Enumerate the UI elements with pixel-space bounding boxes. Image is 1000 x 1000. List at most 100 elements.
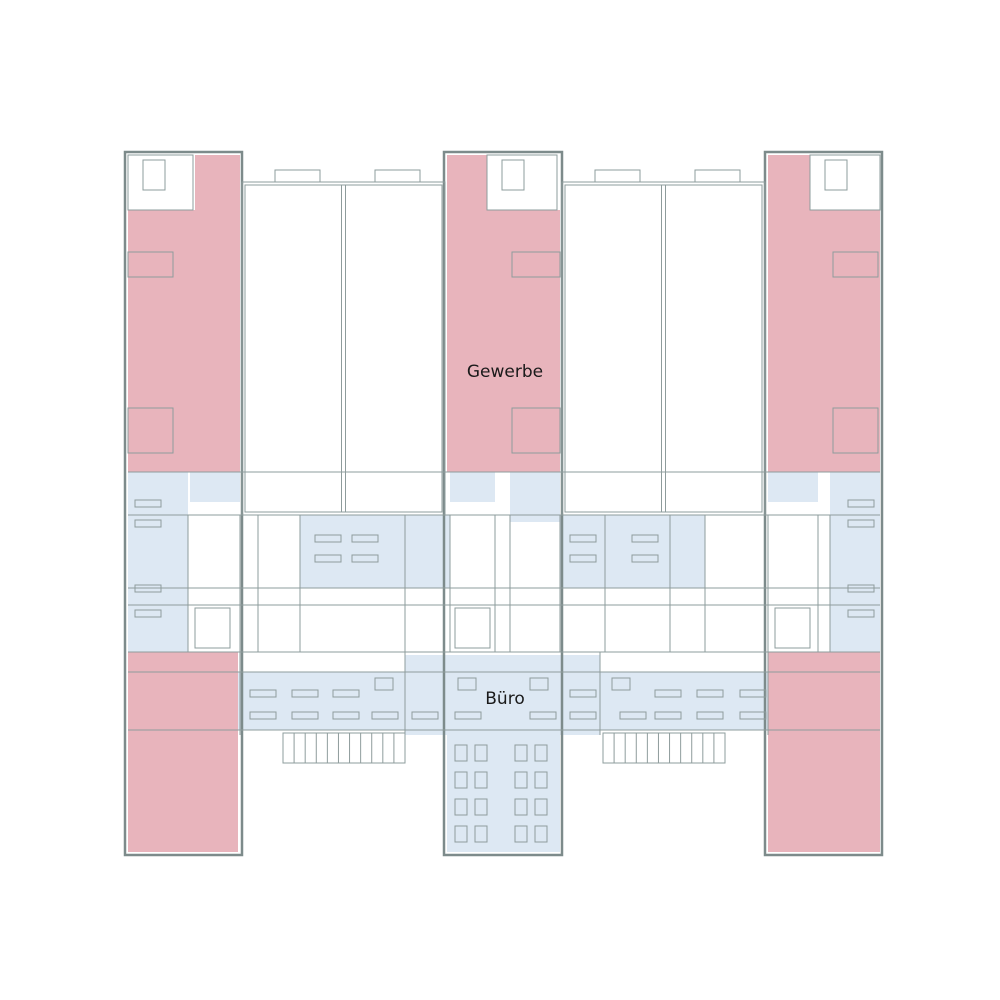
- storage-room: [832, 251, 879, 278]
- desk-group: [249, 711, 277, 720]
- commercial-zone-left-top: [195, 155, 240, 210]
- desk-cluster: [534, 798, 548, 816]
- office-zone-lower-left: [238, 672, 405, 730]
- desk-cluster: [454, 771, 468, 789]
- desk-group: [291, 689, 319, 698]
- desk-cluster: [534, 744, 548, 762]
- desk-group: [529, 711, 557, 720]
- desk-cluster: [534, 771, 548, 789]
- office-zone: [300, 515, 405, 588]
- meeting-table: [457, 677, 477, 691]
- desk-group: [411, 711, 439, 720]
- storage-room: [127, 407, 174, 454]
- hall-gate: [374, 169, 421, 183]
- office-zone: [768, 472, 818, 502]
- hall-gate: [594, 169, 641, 183]
- office-zone: [190, 472, 240, 502]
- desk-group: [351, 534, 379, 543]
- desk-cluster: [514, 744, 528, 762]
- hall: [244, 184, 443, 513]
- office-zone-south-wing: [447, 735, 560, 852]
- desk-cluster: [454, 744, 468, 762]
- desk-group: [134, 609, 162, 618]
- desk-group: [696, 711, 724, 720]
- hall-gate: [274, 169, 321, 183]
- desk-group: [314, 554, 342, 563]
- desk-group: [631, 554, 659, 563]
- desk-group: [739, 711, 767, 720]
- desk-group: [371, 711, 399, 720]
- meeting-table: [611, 677, 631, 691]
- desk-group: [351, 554, 379, 563]
- desk-group: [569, 689, 597, 698]
- office-zone: [560, 515, 670, 588]
- office-zone: [670, 515, 705, 588]
- hall-outline: [241, 181, 446, 516]
- desk-group: [134, 519, 162, 528]
- desk-group: [847, 609, 875, 618]
- office-zone: [510, 472, 560, 522]
- desk-group: [569, 554, 597, 563]
- elevator: [142, 159, 166, 191]
- storage-room: [511, 251, 561, 278]
- desk-group: [654, 689, 682, 698]
- walls: [123, 150, 884, 857]
- office-zone-right: [830, 472, 880, 652]
- desk-group: [631, 534, 659, 543]
- furniture: [134, 499, 875, 843]
- commercial-zone-right: [768, 210, 880, 472]
- stair-core: [127, 154, 194, 211]
- hall-gate: [694, 169, 741, 183]
- commercial-zone-center-top: [447, 155, 487, 210]
- stair-core: [809, 154, 881, 211]
- desk-cluster: [474, 771, 488, 789]
- desk-group: [134, 584, 162, 593]
- zone-label-buero: Büro: [485, 689, 524, 709]
- desk-group: [569, 711, 597, 720]
- commercial-zone-right-top: [768, 155, 810, 210]
- bike-rack: [282, 732, 406, 764]
- desk-cluster: [514, 825, 528, 843]
- desk-group: [314, 534, 342, 543]
- desk-group: [847, 519, 875, 528]
- hall: [564, 184, 763, 513]
- desk-cluster: [474, 825, 488, 843]
- bike-rack: [602, 732, 726, 764]
- desk-group: [134, 499, 162, 508]
- desk-group: [696, 689, 724, 698]
- desk-cluster: [514, 771, 528, 789]
- desk-cluster: [454, 825, 468, 843]
- elevator: [824, 159, 848, 191]
- desk-cluster: [454, 798, 468, 816]
- storage-room: [511, 407, 561, 454]
- elevator: [501, 159, 525, 191]
- desk-group: [654, 711, 682, 720]
- zone-label-gewerbe: Gewerbe: [467, 362, 543, 382]
- desk-cluster: [514, 798, 528, 816]
- desk-group: [291, 711, 319, 720]
- commercial-zone-right-bottom: [768, 652, 880, 852]
- desk-cluster: [474, 744, 488, 762]
- desk-group: [332, 711, 360, 720]
- meeting-room: [405, 515, 450, 588]
- office-zone-left: [128, 472, 188, 652]
- commercial-zone-left: [128, 210, 240, 472]
- office-zone-central: [405, 655, 600, 735]
- office-zone: [450, 472, 495, 502]
- zone-fills: [128, 155, 880, 852]
- desk-group: [739, 689, 767, 698]
- desk-group: [249, 689, 277, 698]
- desk-group: [619, 711, 647, 720]
- desk-group: [332, 689, 360, 698]
- storage-room: [832, 407, 879, 454]
- staircase: [454, 607, 491, 649]
- office-zone-lower-right: [600, 672, 768, 730]
- commercial-zone-left-bottom: [128, 652, 238, 852]
- commercial-zone-center: [447, 210, 560, 472]
- storage-room: [127, 251, 174, 278]
- meeting-table: [529, 677, 549, 691]
- desk-cluster: [534, 825, 548, 843]
- staircase: [774, 607, 811, 649]
- meeting-table: [374, 677, 394, 691]
